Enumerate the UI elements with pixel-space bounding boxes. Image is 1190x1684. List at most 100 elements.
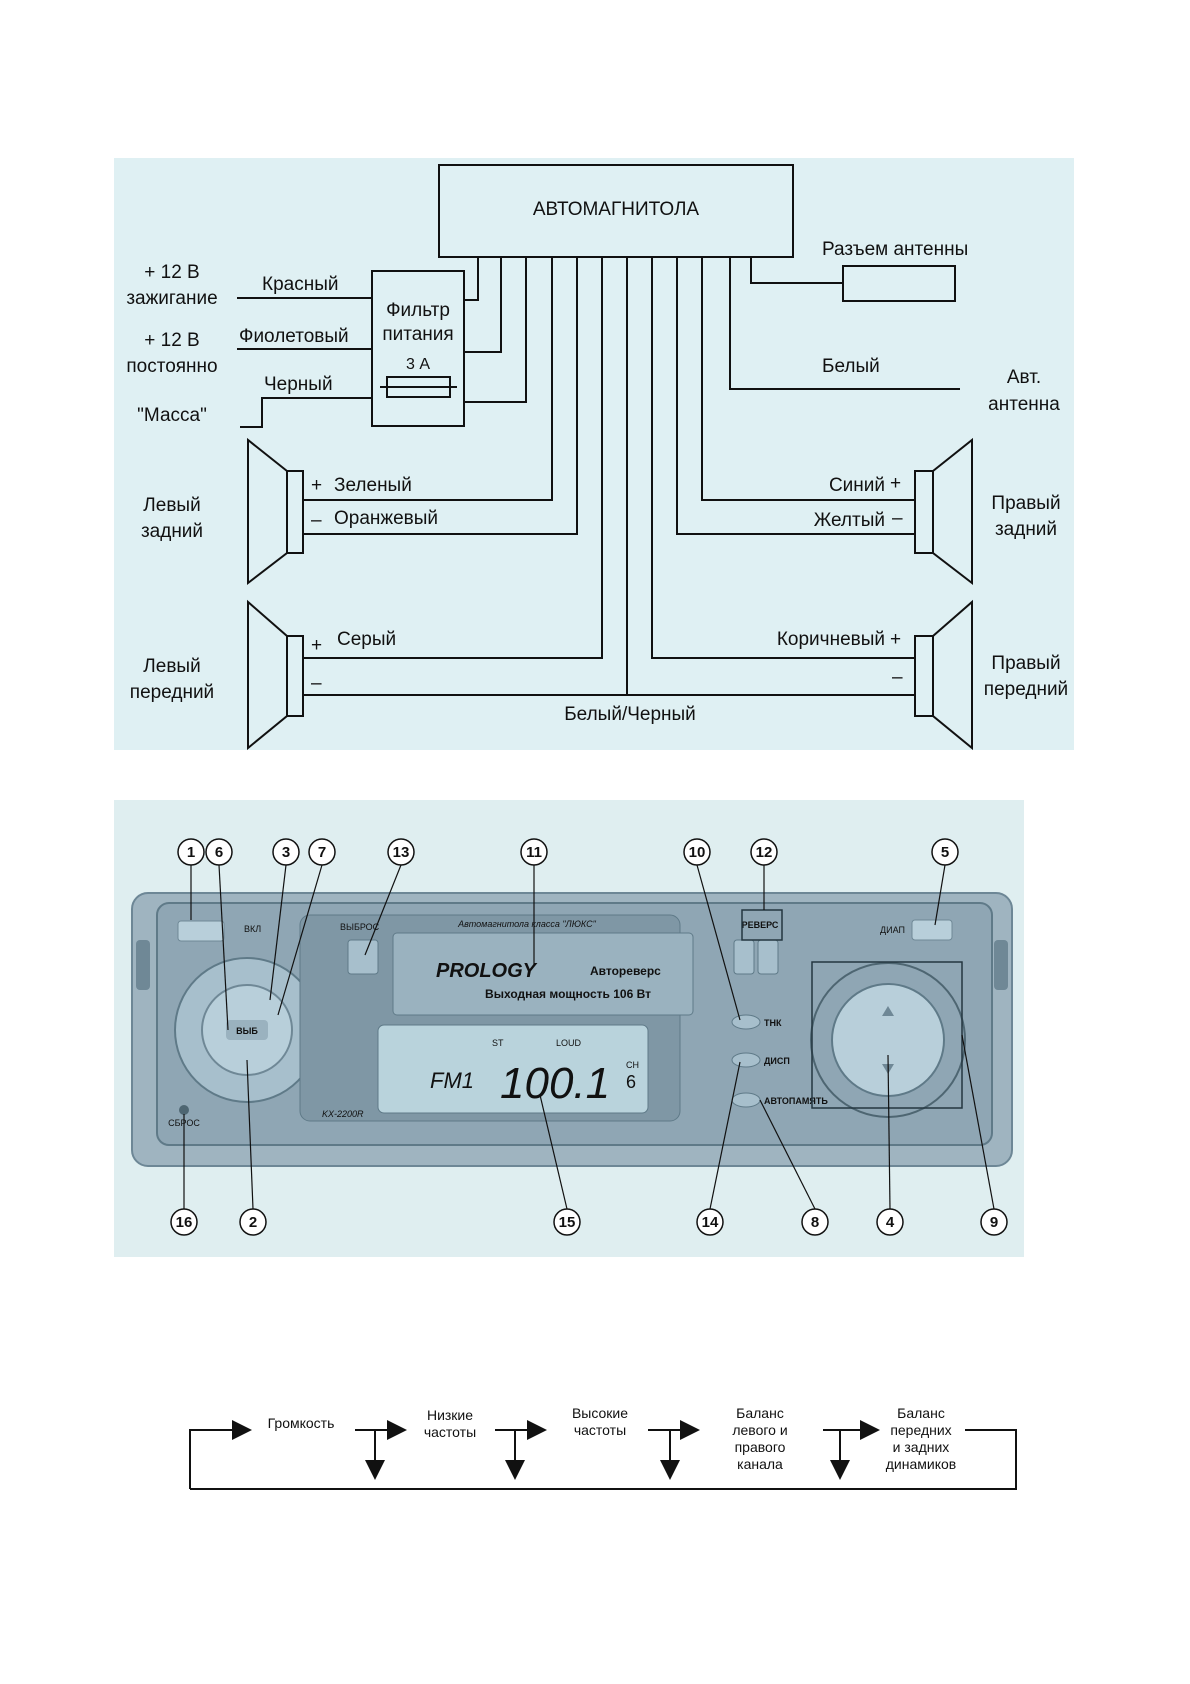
callout-4: 4 — [886, 1214, 895, 1231]
flow-fr-3: и задних — [893, 1439, 950, 1455]
callout-12: 12 — [756, 844, 773, 861]
flow-fr-2: передних — [890, 1422, 951, 1438]
blue-wire — [701, 257, 915, 501]
select-button[interactable] — [226, 1020, 268, 1040]
callout-2: 2 — [249, 1214, 257, 1231]
white-black-wire — [303, 257, 915, 696]
minus-left-rear: – — [311, 510, 322, 531]
filter-label-2: питания — [382, 324, 453, 345]
minus-left-front: – — [311, 673, 322, 694]
autoreverse-label: Автореверс — [590, 964, 661, 978]
ground-label: "Масса" — [137, 405, 207, 426]
right-front-label-1: Правый — [991, 653, 1060, 674]
callouts — [170, 838, 1008, 1236]
band-label: ДИАП — [880, 925, 905, 935]
flow-fr-1: Баланс — [897, 1405, 945, 1421]
flow-lr-2: левого и — [732, 1422, 787, 1438]
green-wire — [303, 257, 553, 501]
callout-6: 6 — [215, 844, 223, 861]
black-label: Черный — [264, 374, 333, 395]
adjustment-flow — [189, 1420, 1017, 1490]
power-filter-box — [371, 270, 465, 427]
brand-label: PROLOGY — [436, 960, 538, 982]
left-rear-label-2: задний — [141, 521, 203, 542]
callout-11: 11 — [526, 844, 542, 861]
automemory-label: АВТОПАМЯТЬ — [764, 1096, 828, 1106]
band-button[interactable] — [911, 919, 953, 941]
eject-button[interactable] — [347, 939, 379, 975]
filter-label-1: Фильтр — [386, 300, 450, 321]
callout-9: 9 — [990, 1214, 998, 1231]
callout-7: 7 — [318, 844, 326, 861]
left-front-label-1: Левый — [143, 656, 200, 677]
filter-wire-1 — [464, 257, 479, 301]
flow-return-line — [190, 1429, 1017, 1490]
plus-right-rear: + — [890, 473, 901, 494]
white-wire-label: Белый — [822, 356, 880, 377]
display-loud: LOUD — [556, 1038, 582, 1048]
cassette-slot[interactable] — [392, 932, 694, 1016]
brown-wire — [651, 257, 915, 659]
violet-label: Фиолетовый — [239, 326, 349, 347]
right-rear-label-1: Правый — [991, 493, 1060, 514]
callout-15: 15 — [559, 1214, 576, 1231]
auto-antenna-label-2: антенна — [988, 394, 1060, 415]
speaker-left-rear-icon — [247, 437, 304, 586]
tnk-button[interactable] — [731, 1014, 761, 1030]
flow-fr-4: динамиков — [886, 1456, 956, 1472]
ignition-label-2: зажигание — [126, 288, 217, 309]
head-unit-box — [438, 164, 794, 258]
brown-label: Коричневый — [777, 629, 885, 650]
reset-button[interactable] — [179, 1105, 189, 1115]
flow-bass-1: Низкие — [427, 1407, 473, 1423]
reverse-right-button[interactable] — [757, 939, 779, 975]
disp-label: ДИСП — [764, 1056, 790, 1066]
cassette-caption: Автомагнитола класса "ЛЮКС" — [457, 919, 596, 929]
callout-1: 1 — [187, 844, 195, 861]
constant-label-1: + 12 В — [144, 330, 199, 351]
output-power-label: Выходная мощность 106 Вт — [485, 987, 651, 1001]
callout-14: 14 — [702, 1214, 719, 1231]
red-label: Красный — [262, 274, 338, 295]
flow-volume: Громкость — [268, 1415, 335, 1431]
plus-left-front: + — [311, 635, 322, 656]
auto-antenna-label-1: Авт. — [1007, 367, 1041, 388]
flow-treble-2: частоты — [574, 1422, 626, 1438]
speaker-right-front-icon — [914, 599, 973, 751]
automemory-button[interactable] — [731, 1092, 761, 1108]
left-front-label-2: передний — [130, 682, 214, 703]
reverse-left-button[interactable] — [733, 939, 755, 975]
minus-right-front: – — [892, 667, 903, 688]
yellow-wire — [676, 257, 915, 535]
speaker-right-rear-icon — [914, 437, 973, 586]
callout-8: 8 — [811, 1214, 819, 1231]
front-panel-figure: ВЫБ ВКЛ СБРОС ВЫБРОС Автомагнитола класс… — [114, 800, 1024, 1257]
yellow-label: Желтый — [814, 510, 885, 531]
right-rear-label-2: задний — [995, 519, 1057, 540]
lcd-display — [377, 1024, 649, 1114]
flow-bass-2: частоты — [424, 1424, 476, 1440]
minus-right-rear: – — [892, 508, 903, 529]
callout-10: 10 — [689, 844, 706, 861]
antenna-connector-label: Разъем антенны — [822, 239, 968, 260]
blue-label: Синий — [829, 475, 885, 496]
right-front-label-2: передний — [984, 679, 1068, 700]
disp-button[interactable] — [731, 1052, 761, 1068]
orange-wire — [303, 257, 578, 535]
fuse-label: 3 А — [406, 356, 430, 373]
gray-wire — [303, 257, 603, 659]
eject-label: ВЫБРОС — [340, 922, 380, 932]
display-frequency: 100.1 — [500, 1059, 610, 1108]
flow-treble-1: Высокие — [572, 1405, 628, 1421]
speaker-left-front-icon — [247, 599, 304, 751]
callout-3: 3 — [282, 844, 290, 861]
callout-5: 5 — [941, 844, 949, 861]
display-band: FM1 — [430, 1068, 474, 1093]
head-unit-label: АВТОМАГНИТОЛА — [533, 199, 700, 220]
gray-label: Серый — [337, 629, 396, 650]
tnk-label: ТНК — [764, 1018, 782, 1028]
left-rear-label-1: Левый — [143, 495, 200, 516]
power-button[interactable] — [177, 920, 225, 942]
flow-entry-arrow — [189, 1420, 252, 1489]
right-hinge — [994, 940, 1008, 990]
